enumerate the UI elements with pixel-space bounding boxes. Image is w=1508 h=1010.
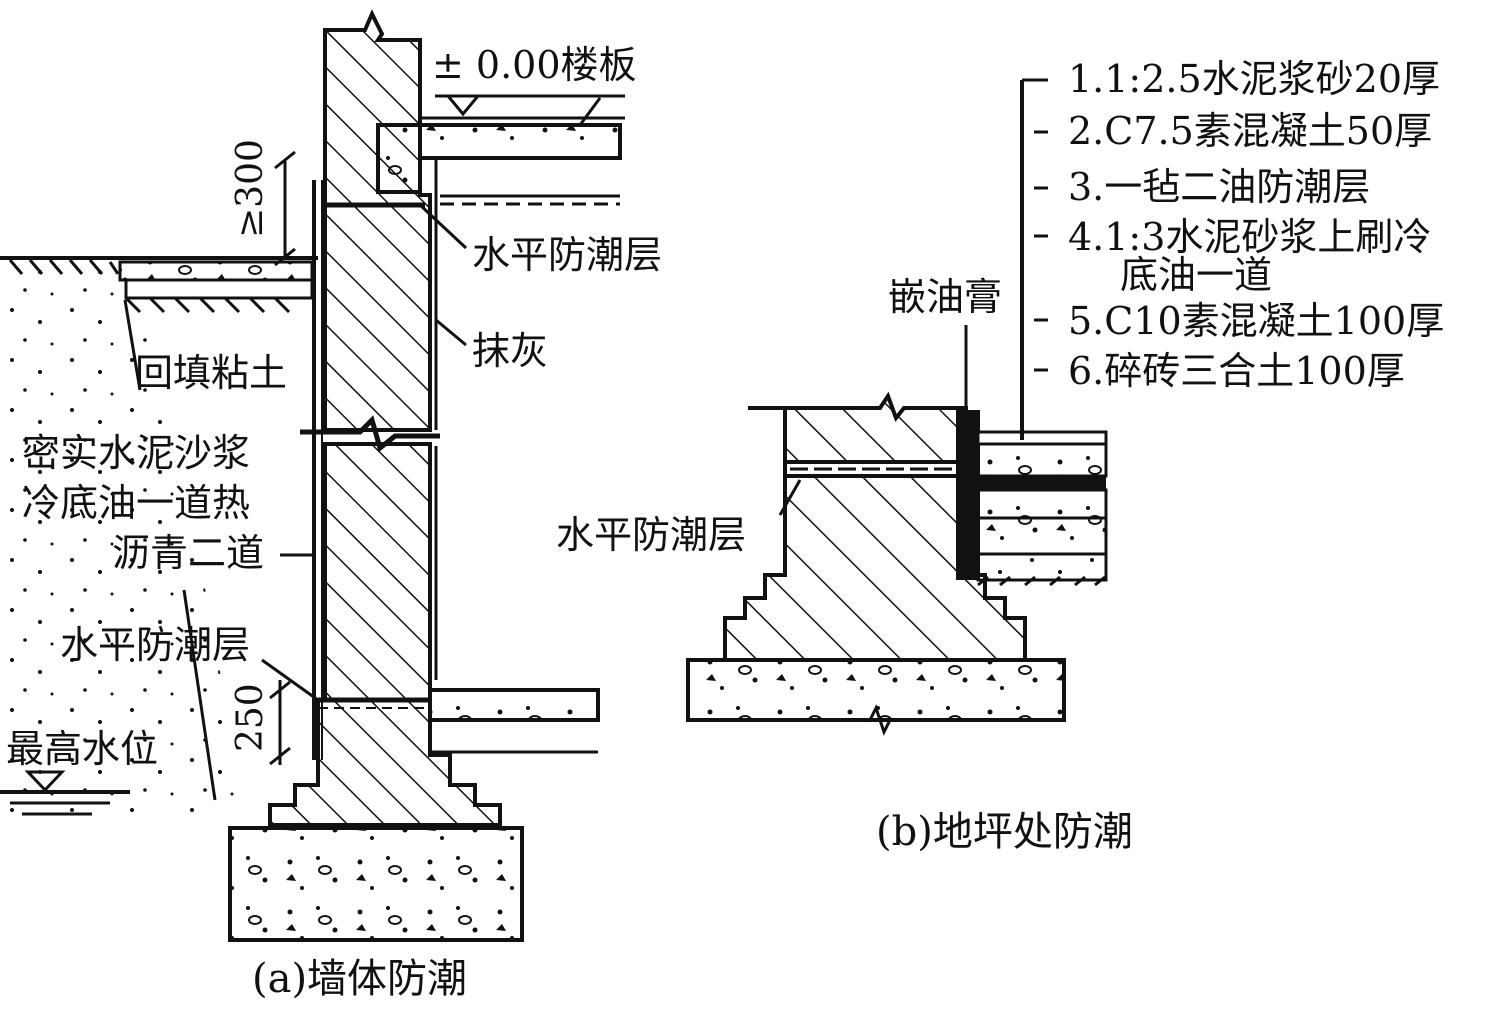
dim-250-ticks (269, 680, 291, 766)
wall-lower (268, 442, 502, 827)
dim-300-ticks (274, 150, 296, 267)
label-caulk: 嵌油膏 (888, 275, 1002, 319)
floor-layer-6 (976, 552, 1108, 582)
label-dim-250: 250 (230, 683, 271, 752)
layers-leader-ticks (1022, 78, 1048, 372)
floor-layer-2 (976, 442, 1108, 478)
caulk-strip (956, 410, 980, 580)
wall-upper (323, 9, 432, 432)
wall-break (300, 415, 440, 453)
label-water-level: 最高水位 (6, 727, 158, 771)
label-floor-level: ± 0.00楼板 (432, 43, 637, 87)
floor-layer-5 (976, 516, 1108, 556)
level-triangle (444, 94, 482, 117)
layer-label-5: 5.C10素混凝土100厚 (1068, 299, 1444, 343)
footing-b-break (868, 704, 892, 736)
floor-layer-1 (976, 430, 1108, 446)
figure-a-wall: ± 0.00楼板 ≥300 水平防潮层 抹灰 回填粘土 密实水泥沙浆 冷底油一道… (0, 9, 662, 1002)
leader-hdpc-b (778, 479, 802, 516)
caption-a: (a)墙体防潮 (252, 956, 467, 1002)
ground-ticks (8, 259, 120, 275)
layer-label-6: 6.碎砖三合土100厚 (1068, 349, 1405, 393)
leader-hdpc-lower (261, 658, 319, 702)
footing-a (228, 826, 524, 942)
label-backfill: 回填粘土 (135, 351, 287, 395)
floor-slab-lower (428, 688, 600, 722)
wall-b-upper (748, 391, 968, 464)
label-dim-300: ≥300 (230, 139, 271, 238)
floor-slab-upper (376, 123, 622, 194)
label-hdpc-upper: 水平防潮层 (472, 233, 662, 277)
apron-underside (124, 296, 291, 314)
floor-layer-3 (978, 476, 1106, 490)
leader-plaster (435, 318, 467, 347)
caption-b: (b)地坪处防潮 (876, 809, 1133, 855)
figure-b-floor: 1.1:2.5水泥浆砂20厚 2.C7.5素混凝土50厚 3.一毡二油防潮层 4… (556, 57, 1444, 855)
label-hdpc-b: 水平防潮层 (556, 513, 746, 557)
apron-base (124, 278, 314, 300)
leader-backfill (123, 299, 142, 391)
apron-slab (118, 260, 314, 282)
label-plaster: 抹灰 (472, 329, 548, 373)
leader-floor-level (578, 97, 602, 126)
label-mortar-1: 密实水泥沙浆 (22, 431, 250, 475)
layer-label-4b: 底油一道 (1120, 253, 1272, 297)
water-level-triangle (24, 770, 66, 793)
layer-label-3: 3.一毡二油防潮层 (1068, 165, 1370, 209)
floor-layer-base (977, 575, 1106, 587)
label-mortar-3: 沥青二道 (112, 531, 264, 575)
layer-label-4: 4.1:3水泥砂浆上刷冷 (1068, 215, 1431, 259)
layer-label-2: 2.C7.5素混凝土50厚 (1068, 109, 1432, 153)
leader-mortar-to-wall (182, 589, 217, 801)
floor-layer-4 (976, 488, 1108, 520)
soil-left (0, 262, 240, 820)
leader-hdpc-upper (418, 203, 468, 250)
label-hdpc-lower: 水平防潮层 (60, 623, 250, 667)
label-mortar-2: 冷底油一道热 (22, 481, 250, 525)
layer-label-1: 1.1:2.5水泥浆砂20厚 (1068, 57, 1440, 101)
